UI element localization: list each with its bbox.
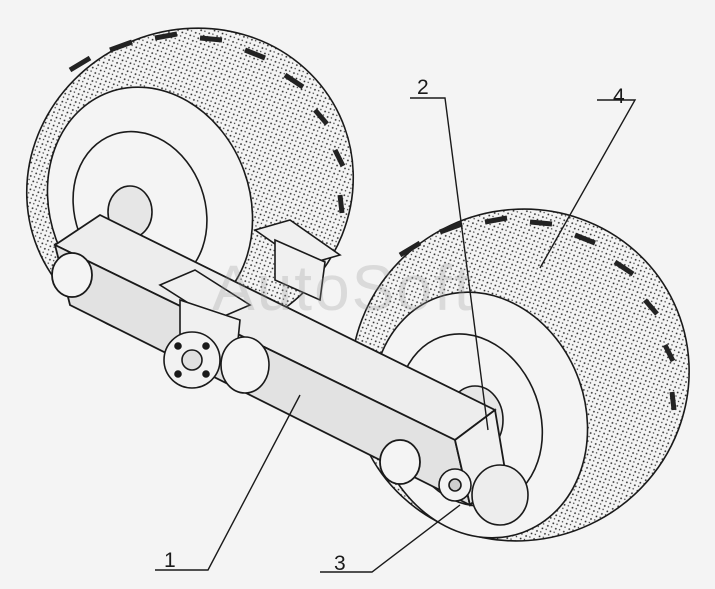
leader-lines [155,97,637,573]
pivot-flange-center [181,349,203,371]
hub-assembly [438,464,529,526]
leader-1 [155,394,301,571]
pivot-disc [220,336,270,394]
callout-2: 2 [417,76,429,99]
callout-1: 1 [164,549,176,572]
pivot-flange [163,331,270,394]
watermark-text: AutoSoft [212,252,474,324]
flange-bolt [202,342,210,350]
beam-left-boss [51,252,93,298]
flange-bolt [174,342,182,350]
rear-bracket-body [274,238,326,302]
hub-cap [471,464,529,526]
right-tread-blocks [398,215,677,411]
leader-4 [539,99,637,269]
left-tread-blocks [68,31,346,214]
beam-right-boss [379,439,421,485]
hub-flange-center [448,478,462,492]
flange-bolt [202,370,210,378]
callout-3: 3 [334,552,346,575]
mount-brackets [158,219,342,372]
flange-bolt [174,370,182,378]
leader-2 [410,97,489,431]
leader-3 [320,504,461,573]
callout-4: 4 [613,85,625,108]
